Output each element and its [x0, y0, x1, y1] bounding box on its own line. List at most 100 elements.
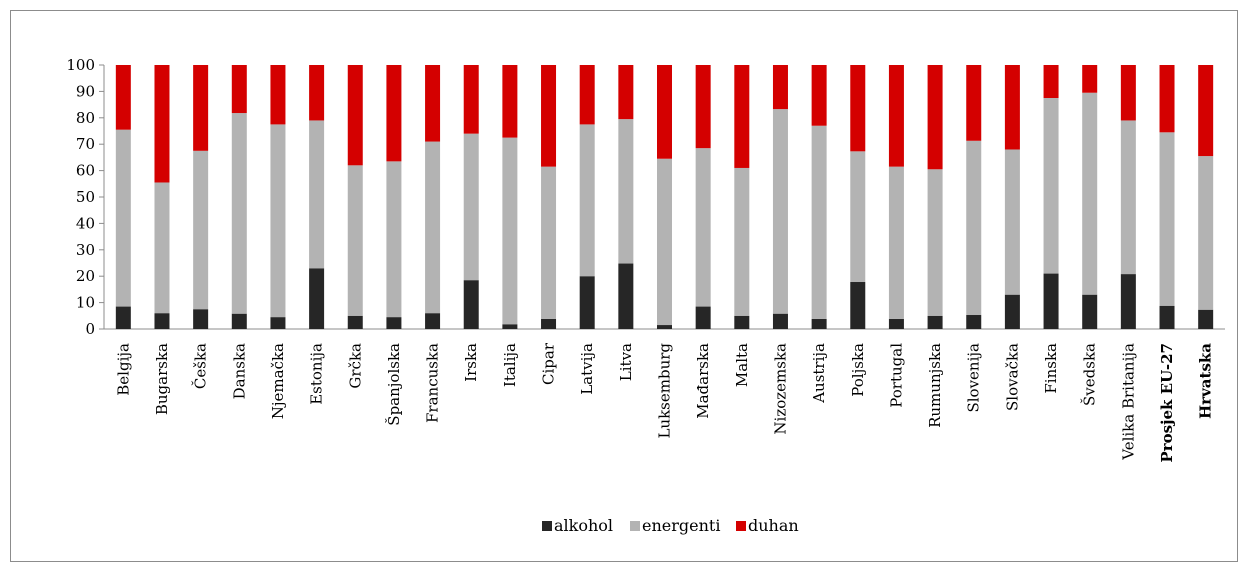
bar-segment-alkohol — [1004, 294, 1020, 329]
bar-segment-energenti — [193, 150, 209, 310]
bar-segment-duhan — [734, 65, 750, 168]
bar-segment-energenti — [618, 119, 634, 264]
category-label: Luksemburg — [656, 343, 674, 439]
category-label: Belgija — [114, 343, 132, 396]
bar-segment-duhan — [347, 65, 363, 166]
bar-segment-energenti — [657, 158, 672, 326]
bar-segment-energenti — [772, 109, 788, 314]
bar-segment-energenti — [347, 165, 363, 316]
bar-segment-energenti — [541, 166, 557, 319]
bar-segment-alkohol — [1198, 309, 1214, 329]
bar-segment-alkohol — [734, 315, 750, 329]
category-label: Danska — [230, 343, 248, 399]
bar-segment-energenti — [695, 148, 711, 307]
bar-segment-duhan — [850, 65, 866, 152]
category-label: Velika Britanija — [1119, 343, 1137, 461]
bar-segment-energenti — [1198, 156, 1214, 310]
bar-segment-duhan — [579, 65, 595, 125]
bar-segment-duhan — [386, 65, 402, 162]
category-label: Slovenija — [965, 343, 983, 413]
bar-segment-alkohol — [463, 280, 479, 329]
bar-segment-energenti — [1120, 120, 1136, 275]
category-label: Poljska — [849, 343, 867, 397]
bar-segment-energenti — [1004, 149, 1020, 295]
category-label: Njemačka — [269, 343, 287, 419]
category-label: Bugarska — [153, 343, 171, 415]
category-label: Prosjek EU-27 — [1158, 343, 1176, 463]
legend-swatch-alkohol — [542, 521, 552, 531]
y-tick-label: 100 — [66, 56, 95, 74]
category-label: Estonija — [308, 343, 326, 405]
category-label: Hrvatska — [1197, 343, 1215, 419]
bar-segment-energenti — [463, 133, 479, 281]
bar-segment-duhan — [115, 65, 131, 130]
bar-segment-alkohol — [850, 282, 866, 329]
bar-segment-alkohol — [888, 318, 904, 329]
y-tick-label: 30 — [76, 241, 95, 259]
bar-segment-alkohol — [1159, 305, 1175, 329]
bar-segment-energenti — [888, 166, 904, 319]
bar-segment-duhan — [966, 65, 982, 141]
bar-segment-alkohol — [618, 263, 634, 329]
legend-label-duhan: duhan — [748, 516, 799, 535]
bar-segment-duhan — [502, 65, 518, 138]
category-label: Slovačka — [1003, 343, 1021, 411]
bar-segment-duhan — [231, 65, 247, 114]
bar-segment-alkohol — [193, 309, 209, 329]
y-tick-label: 50 — [76, 188, 95, 206]
bar-segment-energenti — [734, 167, 750, 316]
category-label: Rumunjska — [926, 343, 944, 428]
bar-segment-alkohol — [1120, 274, 1136, 329]
category-label: Portugal — [887, 343, 905, 408]
bar-segment-alkohol — [425, 313, 441, 329]
category-label: Litva — [617, 343, 635, 381]
bar-segment-alkohol — [231, 313, 247, 329]
category-label: Češka — [192, 343, 210, 389]
bar-segment-alkohol — [115, 306, 131, 329]
bar-segment-energenti — [231, 113, 247, 314]
bar-segment-alkohol — [1043, 273, 1059, 329]
bar-segment-alkohol — [811, 318, 827, 329]
category-label: Austrija — [810, 343, 828, 404]
bar-segment-energenti — [270, 124, 286, 318]
bar-segment-duhan — [811, 65, 827, 126]
bar-segment-duhan — [1120, 65, 1136, 121]
bar-segment-energenti — [115, 129, 131, 307]
bar-segment-duhan — [270, 65, 286, 125]
bar-segment-energenti — [1082, 92, 1098, 295]
y-tick-label: 0 — [85, 320, 95, 338]
category-label: Mađarska — [694, 343, 712, 419]
y-tick-label: 70 — [76, 135, 95, 153]
bar-segment-duhan — [154, 65, 170, 183]
bar-segment-alkohol — [579, 276, 595, 329]
y-tick-label: 90 — [76, 82, 95, 100]
bar-segment-energenti — [425, 141, 441, 314]
bar-segment-duhan — [927, 65, 943, 170]
bar-segment-alkohol — [541, 318, 557, 329]
bar-segment-duhan — [463, 65, 479, 134]
category-label: Latvija — [578, 343, 596, 395]
bar-segment-duhan — [425, 65, 441, 142]
y-tick-label: 60 — [76, 162, 95, 180]
bar-segment-duhan — [193, 65, 209, 151]
bar-segment-alkohol — [695, 306, 711, 329]
bar-segment-duhan — [888, 65, 904, 167]
bar-segment-alkohol — [309, 268, 325, 329]
bar-segment-alkohol — [772, 313, 788, 329]
bar-segment-energenti — [579, 124, 595, 277]
bar-segment-energenti — [502, 137, 518, 325]
bar-segment-duhan — [618, 65, 634, 120]
legend-swatch-energenti — [630, 521, 640, 531]
category-label: Irska — [462, 343, 480, 382]
bar-segment-duhan — [657, 65, 672, 159]
bar-segment-alkohol — [270, 317, 286, 329]
bar-segment-alkohol — [502, 324, 518, 329]
bar-segment-alkohol — [154, 313, 170, 329]
category-label: Italija — [501, 343, 519, 387]
bar-segment-energenti — [850, 151, 866, 283]
bar-segment-energenti — [927, 169, 943, 316]
bar-segment-energenti — [1043, 98, 1059, 274]
bar-segment-energenti — [811, 125, 827, 319]
